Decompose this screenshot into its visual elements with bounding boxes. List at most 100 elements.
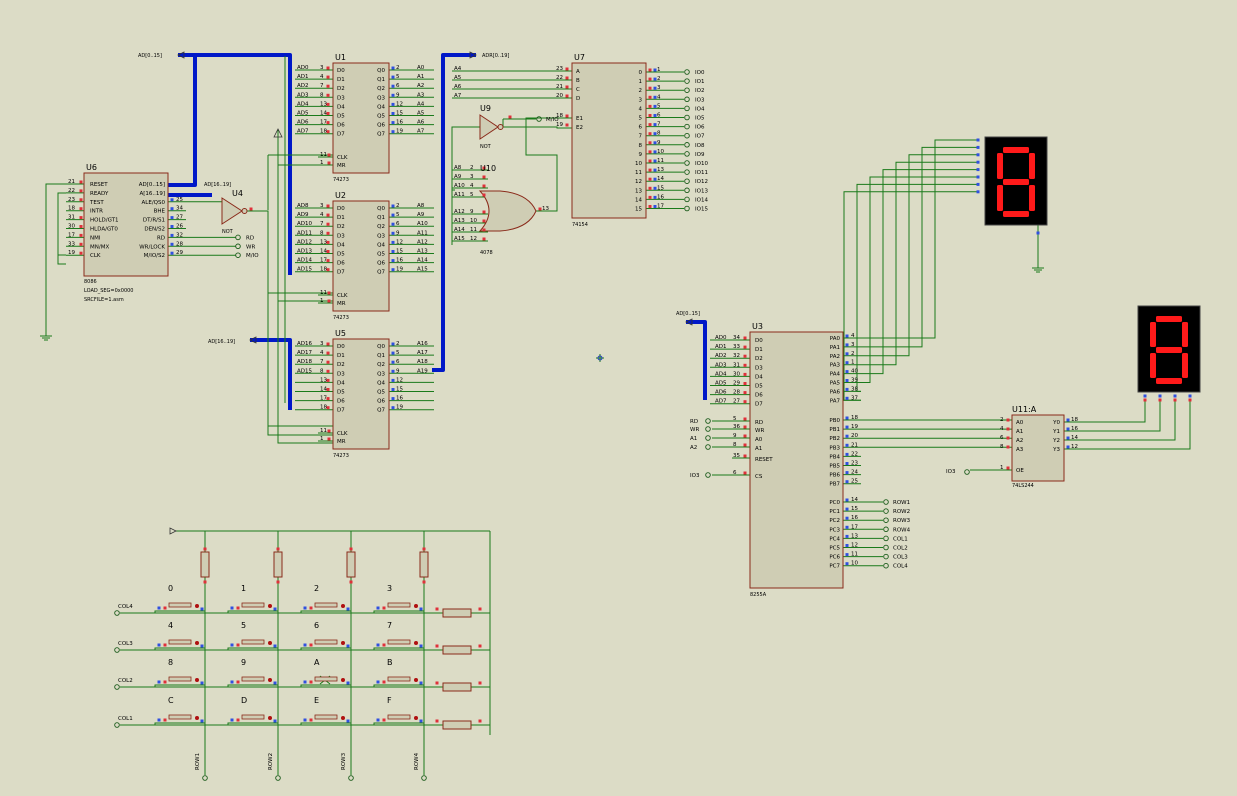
u2-74273-out-pin: 15 (396, 249, 403, 255)
key-button-icon[interactable] (168, 676, 192, 682)
bus-terminal-ad[interactable] (177, 51, 185, 59)
u9-e2-wire (502, 119, 572, 129)
pin-dot (648, 195, 652, 199)
key-button-icon[interactable] (168, 602, 192, 608)
bus-terminal-adr[interactable] (469, 51, 477, 59)
key-button-icon[interactable] (241, 602, 265, 608)
key-button-icon[interactable] (387, 676, 411, 682)
u3-pa-to-display-wire (861, 161, 978, 366)
key-button-icon[interactable] (387, 602, 411, 608)
u7-out-label: 12 (635, 179, 642, 185)
u7-out-terminal[interactable] (684, 96, 690, 103)
u6-out-terminal[interactable] (235, 252, 241, 258)
u3-pc-terminal[interactable] (883, 517, 889, 523)
u10-or-gate-icon[interactable] (478, 190, 537, 232)
keypad-col-terminal[interactable] (114, 647, 120, 653)
key-button-icon[interactable] (314, 639, 338, 645)
pin-dot (422, 580, 426, 584)
u7-out-terminal[interactable] (684, 187, 690, 194)
u4-not-gate-icon[interactable] (221, 197, 243, 225)
u3-pc-terminal[interactable] (883, 553, 889, 560)
display-2-seven-segment-icon-segment (1156, 378, 1182, 384)
u6-8086-chip[interactable] (83, 172, 169, 277)
keypad-row-terminal[interactable] (202, 775, 208, 781)
pin-dot (976, 190, 980, 194)
u3-pc-terminal[interactable] (883, 544, 889, 551)
keypad-row-terminal[interactable] (348, 775, 354, 781)
u3-ctrl-terminal[interactable] (705, 472, 711, 478)
u2-74273-chip[interactable] (332, 200, 390, 312)
u3-pc-terminal[interactable] (883, 508, 889, 514)
u3-pb-pin: 19 (851, 424, 858, 430)
key-button-icon[interactable] (241, 639, 265, 645)
pin-dot (376, 718, 380, 722)
keypad-col-terminal[interactable] (114, 722, 120, 728)
u7-out-terminal[interactable] (684, 142, 690, 148)
u5-74273-d-label: D3 (337, 371, 345, 377)
key-button-icon[interactable] (387, 714, 411, 720)
u2-74273-mr-label: MR (337, 301, 346, 307)
u1-74273-chip[interactable] (332, 62, 390, 174)
keypad-row-terminal[interactable] (275, 775, 281, 781)
pin-dot (326, 93, 330, 97)
u7-out-terminal[interactable] (684, 87, 690, 93)
u11-oe-terminal[interactable] (964, 469, 970, 475)
pin-dot (157, 606, 161, 610)
u3-ctrl-terminal[interactable] (705, 444, 711, 450)
keypad-row-terminal[interactable] (421, 775, 427, 781)
u3-pc-terminal[interactable] (883, 535, 889, 542)
key-button-icon[interactable] (314, 602, 338, 608)
u3-ctrl-terminal[interactable] (705, 426, 711, 432)
u5-74273-chip[interactable] (332, 338, 390, 450)
u3-ctrl-net: A2 (690, 445, 697, 451)
u7-out-terminal[interactable] (684, 123, 690, 130)
key-button-icon[interactable] (168, 639, 192, 645)
u7-out-terminal[interactable] (684, 169, 690, 175)
key-button-icon[interactable] (314, 676, 338, 682)
pin-dot (273, 719, 277, 723)
key-button-icon[interactable] (168, 714, 192, 720)
pin-dot (326, 204, 330, 208)
u3-d-net: AD5 (715, 381, 727, 387)
u3-pc-terminal[interactable] (883, 499, 889, 505)
u3-pc-terminal[interactable] (883, 562, 889, 569)
u9-terminal[interactable] (536, 116, 542, 122)
u3-ctrl-terminal[interactable] (705, 418, 711, 424)
u9-not-gate-icon[interactable] (479, 114, 499, 140)
u7-out-terminal[interactable] (684, 132, 690, 139)
pin-dot (1158, 398, 1162, 402)
u7-out-terminal[interactable] (684, 105, 690, 112)
key-button-icon[interactable] (387, 639, 411, 645)
u3-pc-net: ROW4 (893, 527, 911, 533)
part-layer[interactable] (79, 51, 1201, 781)
u11-74ls244-chip[interactable] (1011, 414, 1065, 482)
key-button-icon[interactable] (241, 714, 265, 720)
u7-out-terminal[interactable] (684, 114, 690, 121)
pin-dot (349, 580, 353, 584)
u7-out-terminal[interactable] (684, 78, 690, 84)
keypad-key-label: E (314, 696, 319, 705)
u7-out-terminal[interactable] (684, 151, 690, 157)
u6-out-terminal[interactable] (235, 234, 241, 241)
u3-pc-terminal[interactable] (883, 526, 889, 533)
u3-8255a-chip[interactable] (749, 331, 844, 589)
u6-out-terminal[interactable] (235, 243, 241, 250)
u7-out-terminal[interactable] (684, 69, 690, 75)
u7-out-terminal[interactable] (684, 205, 690, 212)
key-button-icon[interactable] (241, 676, 265, 682)
u1-74273-in-net: AD1 (297, 74, 309, 80)
u3-ctrl-terminal[interactable] (705, 435, 711, 441)
u7-out-terminal[interactable] (684, 196, 690, 203)
u7-out-terminal[interactable] (684, 160, 690, 166)
keypad-col-terminal[interactable] (114, 684, 120, 690)
pin-dot (273, 644, 277, 648)
u7-out-terminal[interactable] (684, 178, 690, 184)
u7-74154-chip[interactable] (571, 62, 647, 219)
pin-dot (200, 607, 204, 611)
bus-terminal-u3[interactable] (685, 318, 693, 326)
keypad-col-terminal[interactable] (114, 610, 120, 616)
bus-terminal-ad16[interactable] (249, 336, 257, 344)
key-button-icon[interactable] (314, 714, 338, 720)
u2-74273-q-label: Q7 (377, 270, 385, 276)
